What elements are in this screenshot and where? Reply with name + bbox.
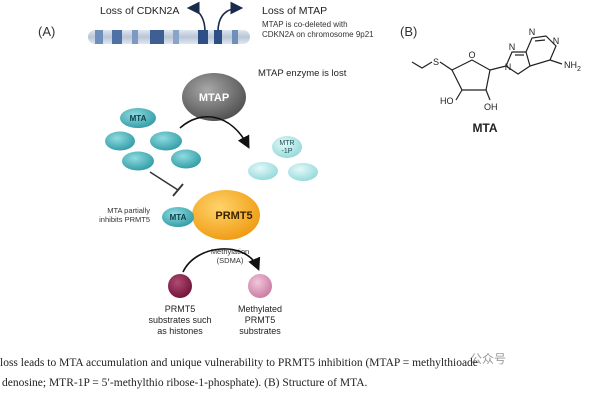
watermark-text: 公众号 xyxy=(470,352,507,366)
loss-mtap-label: Loss of MTAP xyxy=(262,5,327,17)
mtr1p-molecule xyxy=(272,136,302,158)
mta-bound-label: MTA xyxy=(170,213,187,222)
inhibition-line xyxy=(149,171,179,191)
mtr1p-molecule-2 xyxy=(248,162,278,180)
hydroxyl-left: HO xyxy=(440,96,454,106)
nitrogen-1-atom: N xyxy=(529,27,536,37)
prmt5-node xyxy=(192,190,260,240)
structure-name: MTA xyxy=(472,121,497,135)
mtap-node-label: MTAP xyxy=(199,92,229,104)
inhibits-label-line1: MTA partially xyxy=(107,206,150,215)
substrates-left-line1: PRMT5 xyxy=(165,304,196,314)
sulfur-atom: S xyxy=(433,57,439,67)
nitrogen-3-atom: N xyxy=(553,36,560,46)
amino-group: NH2 xyxy=(564,60,581,73)
methylation-label-line1: Methylation xyxy=(211,247,249,256)
mta-molecule-4 xyxy=(122,151,154,171)
nitrogen-9-atom: N xyxy=(505,62,512,72)
mta-molecule-2 xyxy=(150,131,182,151)
prmt5-node-label: PRMT5 xyxy=(215,210,252,222)
ring-oxygen-atom: O xyxy=(468,50,475,60)
mtr1p-molecule-3 xyxy=(288,163,318,181)
methylation-label-line2: (SDMA) xyxy=(217,256,244,265)
mta-molecule-label: MTA xyxy=(130,114,147,123)
mta-chemical-structure xyxy=(411,35,563,101)
substrates-right-line2: PRMT5 xyxy=(245,315,276,325)
loss-cdkn2a-label: Loss of CDKN2A xyxy=(100,5,179,17)
methylation-arrow xyxy=(182,248,261,273)
mta-bound-molecule xyxy=(162,207,194,227)
hydroxyl-right: OH xyxy=(484,102,498,112)
figure-caption-line2: denosine; MTR-1P = 5′-methylthio ribose-… xyxy=(2,377,368,389)
codeletion-note-line1: MTAP is co-deleted with xyxy=(262,20,348,29)
substrates-left-line2: substrates such xyxy=(148,315,211,325)
enzyme-lost-label: MTAP enzyme is lost xyxy=(258,68,347,79)
mtr1p-label-line2: -1P xyxy=(282,148,293,155)
mta-molecule-3 xyxy=(105,131,135,151)
arrow-to-mtap xyxy=(217,1,244,33)
unmethylated-substrate xyxy=(168,274,192,298)
mta-molecule-5 xyxy=(171,149,201,169)
inhibition-bar xyxy=(172,183,184,197)
mta-molecule xyxy=(120,108,156,128)
arrow-to-cdkn2a xyxy=(186,1,206,33)
methylated-substrate xyxy=(248,274,272,298)
mtr1p-label-line1: MTR xyxy=(279,140,294,147)
panel-b-label: (B) xyxy=(400,24,417,39)
nitrogen-7-atom: N xyxy=(509,42,516,52)
substrates-right-line1: Methylated xyxy=(238,304,282,314)
substrates-right-line3: substrates xyxy=(239,326,281,336)
substrates-left-line3: as histones xyxy=(157,326,203,336)
mtap-node xyxy=(182,73,246,121)
codeletion-note-line2: CDKN2A on chromosome 9p21 xyxy=(262,30,374,39)
panel-a-label: (A) xyxy=(38,24,55,39)
chromosome-9p21 xyxy=(88,30,250,44)
figure-caption-line1: loss leads to MTA accumulation and uniqu… xyxy=(0,357,478,369)
inhibits-label-line2: inhibits PRMT5 xyxy=(99,215,150,224)
mtap-conversion-arrow xyxy=(179,115,250,149)
